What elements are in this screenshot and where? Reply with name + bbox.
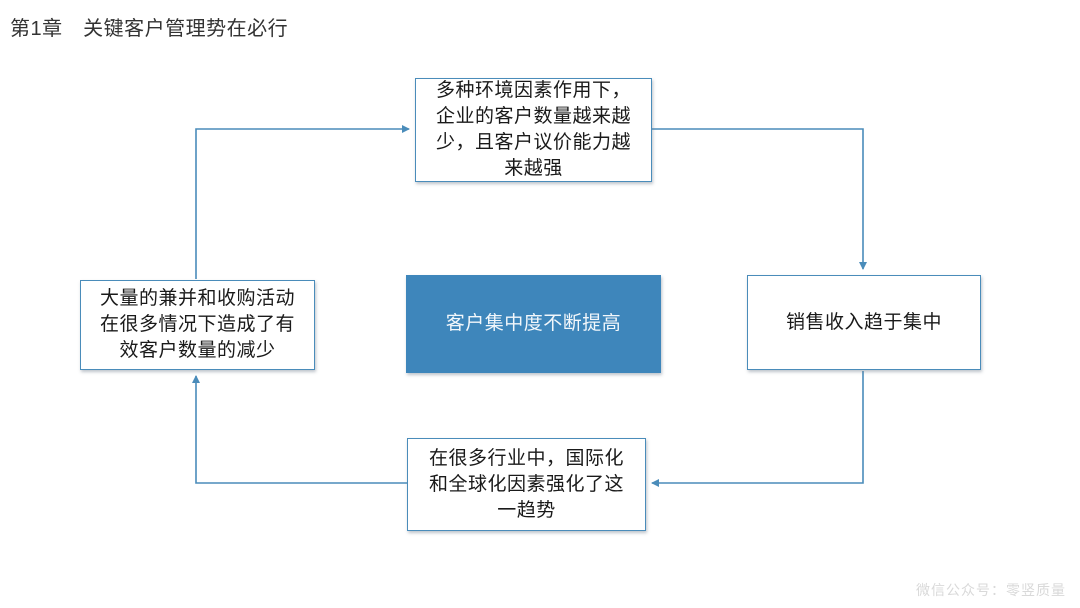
arrow-right-to-bottom (651, 371, 864, 487)
wechat-watermark: 微信公众号：零竖质量 (916, 582, 1066, 598)
node-mergers-acquisitions: 大量的兼并和收购活动 在很多情况下造成了有 效客户数量的减少 (80, 280, 315, 370)
arrow-bottom-to-left (192, 375, 407, 484)
node-globalization-trend: 在很多行业中，国际化 和全球化因素强化了这 一趋势 (407, 438, 646, 531)
arrow-top-to-right (652, 128, 867, 270)
page-title: 第1章 关键客户管理势在必行 (10, 18, 289, 40)
node-environment-factors: 多种环境因素作用下， 企业的客户数量越来越 少，且客户议价能力越 来越强 (415, 78, 652, 182)
arrow-left-to-top (195, 125, 410, 279)
node-customer-concentration-center: 客户集中度不断提高 (406, 275, 661, 373)
node-sales-revenue-concentration: 销售收入趋于集中 (747, 275, 981, 370)
